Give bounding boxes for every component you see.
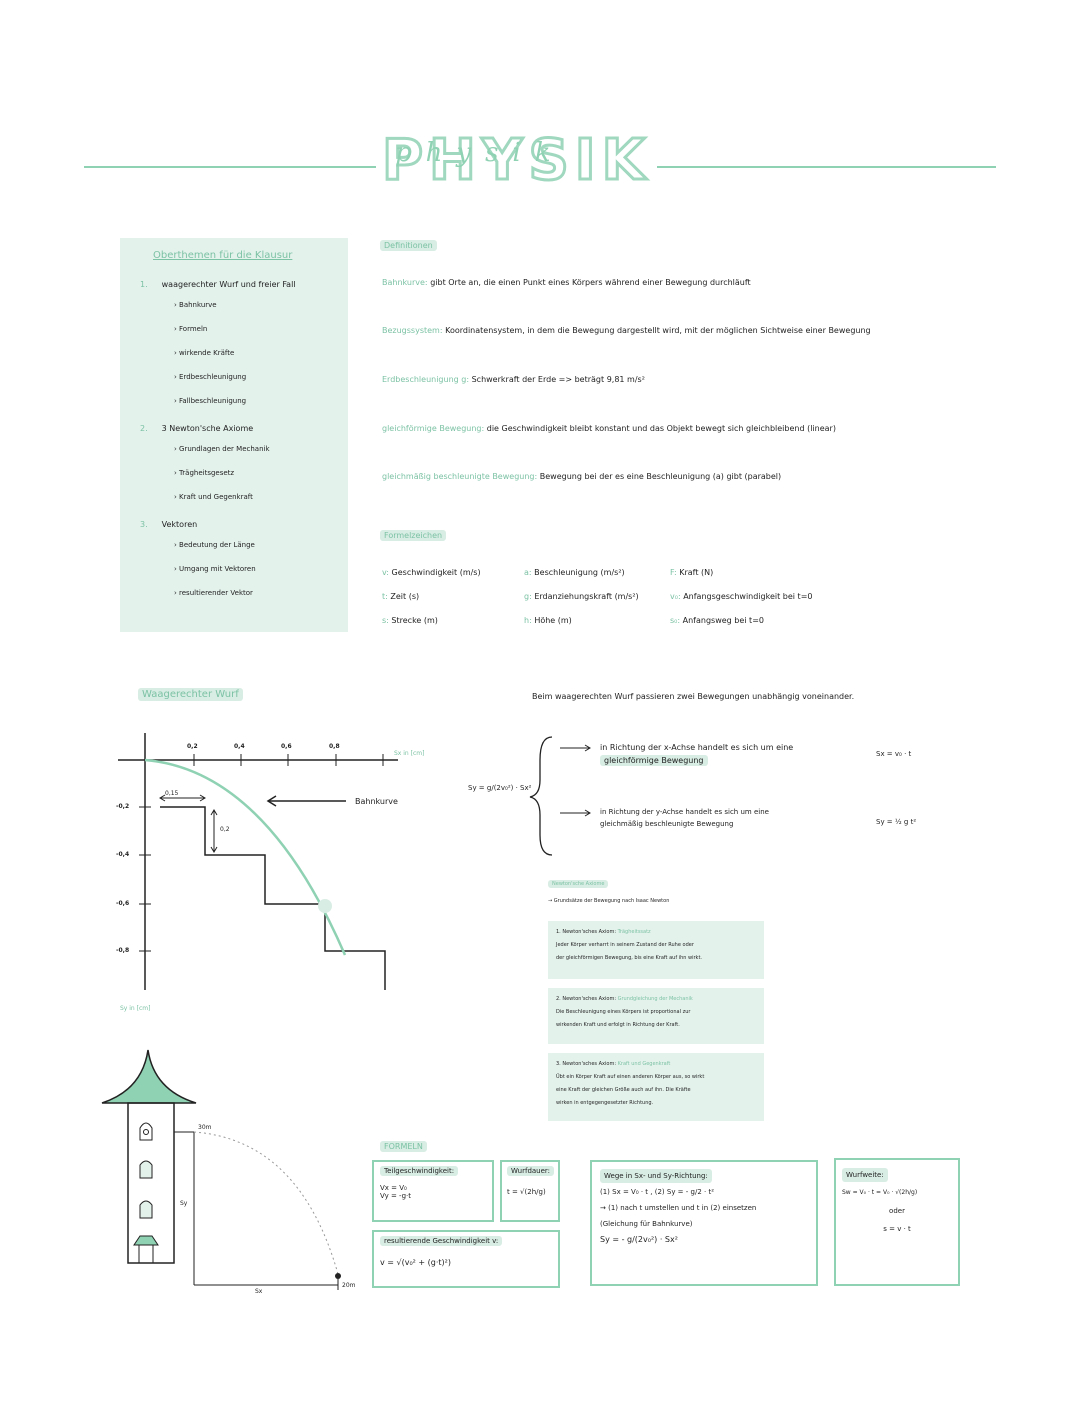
formula-teilgeschwindigkeit: Teilgeschwindigkeit: Vx = V₀ Vy = -g·t [372,1160,494,1222]
symbol-item: g: Erdanziehungskraft (m/s²) [524,592,639,601]
symbol-item: v₀: Anfangsgeschwindigkeit bei t=0 [670,592,813,601]
toc-section-3: 3. Vektoren › Bedeutung der Länge › Umgan… [140,520,345,605]
y-tick-label: -0,4 [116,851,130,858]
staircase [160,806,386,990]
tower-end-label: 20m [342,1282,356,1289]
x-axis-label: Sx in [cm] [394,750,425,757]
formula-wurfweite: Wurfweite: Sw = V₀ · t = V₀ · √(2h/g) od… [834,1158,960,1286]
tower-top-label: 30m [198,1124,212,1131]
wurf-formula-left: Sy = g/(2v₀²) · Sx² [468,784,532,792]
toc-item: › Fallbeschleunigung [174,397,247,405]
step-height-label: 0,2 [220,826,230,833]
toc-section-title: 3 Newton'sche Axiome [161,424,254,433]
toc-item: › Formeln [174,325,208,333]
toc-section-1: 1. waagerechter Wurf und freier Fall › Ba… [140,280,345,413]
definition-item: gleichförmige Bewegung: die Geschwindigk… [382,424,836,433]
y-direction-text: in Richtung der y-Achse handelt es sich … [600,808,769,828]
toc-item: › Umgang mit Vektoren [174,565,256,573]
toc-num: 3. [140,520,148,529]
symbol-item: s₀: Anfangsweg bei t=0 [670,616,764,625]
symbol-item: h: Höhe (m) [524,616,572,625]
x-direction-text: in Richtung der x-Achse handelt es sich … [600,743,794,766]
symbol-item: t: Zeit (s) [382,592,420,601]
toc-num: 2. [140,424,148,433]
symbol-item: s: Strecke (m) [382,616,438,625]
definition-item: Bahnkurve: gibt Orte an, die einen Punkt… [382,278,751,287]
toc-num: 1. [140,280,148,289]
step-width-label: 0,15 [165,790,179,797]
wurf-label: Waagerechter Wurf [138,688,243,701]
brace [529,736,553,856]
toc-section-title: waagerechter Wurf und freier Fall [161,280,296,289]
x-direction-formula: Sx = v₀ · t [876,750,912,758]
y-direction-formula: Sy = ½ g t² [876,818,917,826]
axiom-card-2: 2. Newton'sches Axiom: Grundgleichung de… [548,988,764,1044]
definition-item: Bezugssystem: Koordinatensystem, in dem … [382,326,871,335]
x-tick-label: 0,6 [281,743,292,750]
definition-item: gleichmäßig beschleunigte Bewegung: Bewe… [382,472,782,481]
toc-item: › resultierender Vektor [174,589,253,597]
y-tick-label: -0,2 [116,803,130,810]
newton-label: Newton'sche Axiome [548,880,609,888]
formula-resultierende: resultierende Geschwindigkeit v: v = √(v… [372,1230,560,1288]
wurf-intro: Beim waagerechten Wurf passieren zwei Be… [532,692,855,701]
y-axis-label: Sy in [cm] [120,1005,151,1012]
toc-panel [120,238,348,632]
toc-section-2: 2. 3 Newton'sche Axiome › Grundlagen der … [140,424,345,509]
symbols-label: Formelzeichen [380,530,447,541]
symbol-item: v: Geschwindigkeit (m/s) [382,568,481,577]
x-tick-label: 0,8 [329,743,340,750]
newton-sub: → Grundsätze der Bewegung nach Isaac New… [548,898,670,904]
y-tick-label: -0,8 [116,947,130,954]
y-tick-label: -0,6 [116,900,130,907]
axiom-card-1: 1. Newton'sches Axiom: Trägheitssatz Jed… [548,921,764,979]
toc-heading: Oberthemen für die Klausur [153,250,293,261]
page-title: PHYSIK [376,127,658,195]
formula-wege: Wege in Sx- und Sy-Richtung: (1) Sx = V₀… [590,1160,818,1286]
x-tick-label: 0,2 [187,743,198,750]
formeln-label: FORMELN [380,1141,427,1152]
toc-item: › Erdbeschleunigung [174,373,247,381]
definitions-label: Definitionen [380,240,437,251]
toc-item: › Grundlagen der Mechanik [174,445,270,453]
curve-label: Bahnkurve [355,797,398,806]
x-tick-label: 0,4 [234,743,245,750]
toc-item: › Bedeutung der Länge [174,541,255,549]
toc-section-title: Vektoren [161,520,198,529]
symbol-item: a: Beschleunigung (m/s²) [524,568,625,577]
toc-item: › Bahnkurve [174,301,217,309]
tower-drawing [101,1049,341,1290]
toc-item: › Trägheitsgesetz [174,469,235,477]
tower-side-label: Sy [180,1200,188,1207]
formula-wurfdauer: Wurfdauer: t = √(2h/g) [500,1160,560,1222]
toc-item: › wirkende Kräfte [174,349,235,357]
symbol-item: F: Kraft (N) [670,568,714,577]
toc-item: › Kraft und Gegenkraft [174,493,253,501]
axiom-card-3: 3. Newton'sches Axiom: Kraft und Gegenkr… [548,1053,764,1121]
definition-item: Erdbeschleunigung g: Schwerkraft der Erd… [382,375,645,384]
tower-bottom-label: Sx [255,1288,263,1295]
page-subtitle-script: physik [395,138,565,168]
